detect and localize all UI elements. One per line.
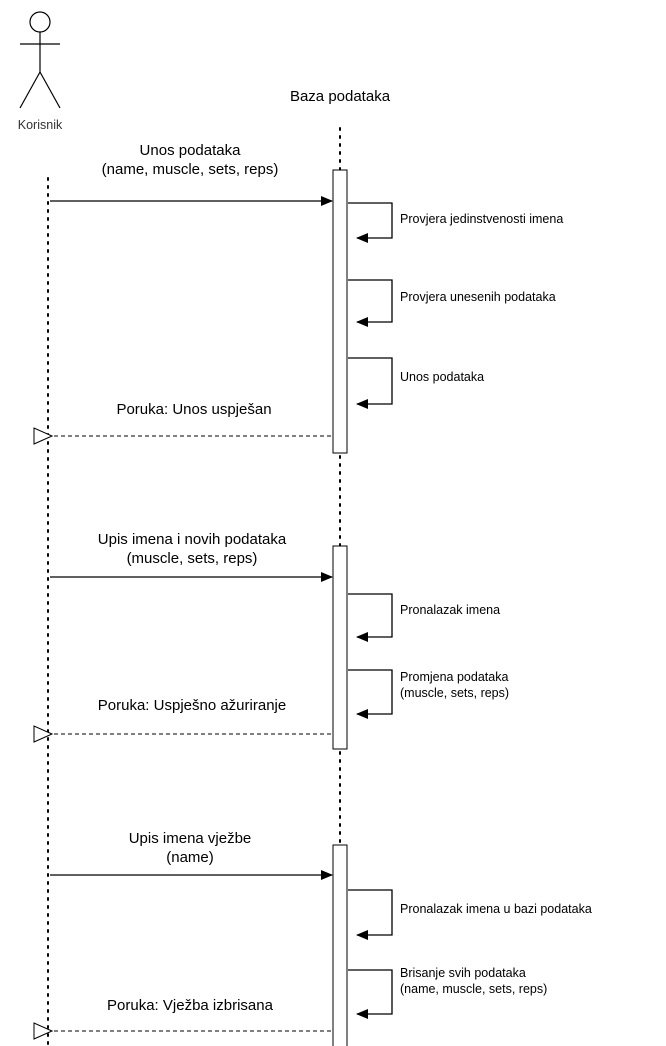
request-label-1-line-1: Unos podataka	[139, 142, 241, 159]
activation-bar-3	[332, 844, 348, 1046]
response-label-1: Poruka: Unos uspješan	[116, 401, 272, 418]
actor-stick-figure-icon	[19, 11, 61, 109]
request-label-3-line-1: Upis imena vježbe	[128, 830, 252, 847]
self-call-arrow-2-2	[348, 669, 393, 719]
self-call-label-1-1: Provjera jedinstvenosti imena	[400, 212, 564, 226]
request-label-3-line-2: (name)	[166, 849, 214, 866]
self-call-label-3-2-line-2: (name, muscle, sets, reps)	[400, 982, 548, 996]
self-call-arrow-1-3	[348, 357, 393, 409]
self-call-label-2-2-line-2: (muscle, sets, reps)	[400, 686, 510, 700]
actor-label-user: Korisnik	[17, 118, 63, 132]
self-call-arrow-3-2	[348, 969, 393, 1019]
self-call-label-2-2-line-1: Promjena podataka	[400, 670, 509, 684]
self-call-label-2-1: Pronalazak imena	[400, 603, 501, 617]
response-label-2: Poruka: Uspješno ažuriranje	[97, 697, 287, 714]
request-label-1-line-2: (name, muscle, sets, reps)	[101, 161, 279, 178]
self-call-label-3-2-line-1: Brisanje svih podataka	[400, 966, 526, 980]
self-call-arrow-2-1	[348, 593, 393, 642]
self-call-arrow-1-2	[348, 279, 393, 327]
self-call-label-3-1: Pronalazak imena u bazi podataka	[400, 902, 592, 916]
self-call-label-1-2: Provjera unesenih podataka	[400, 290, 556, 304]
self-call-arrow-3-1	[348, 889, 393, 940]
self-call-arrow-1-1	[348, 202, 393, 243]
activation-bar-1	[332, 169, 348, 454]
activation-bar-2	[332, 545, 348, 750]
response-label-3: Poruka: Vježba izbrisana	[107, 997, 273, 1014]
request-label-2-line-1: Upis imena i novih podataka	[97, 531, 287, 548]
self-call-label-1-3: Unos podataka	[400, 370, 485, 384]
request-label-2-line-2: (muscle, sets, reps)	[126, 550, 258, 567]
actor-label-database: Baza podataka	[289, 88, 391, 105]
